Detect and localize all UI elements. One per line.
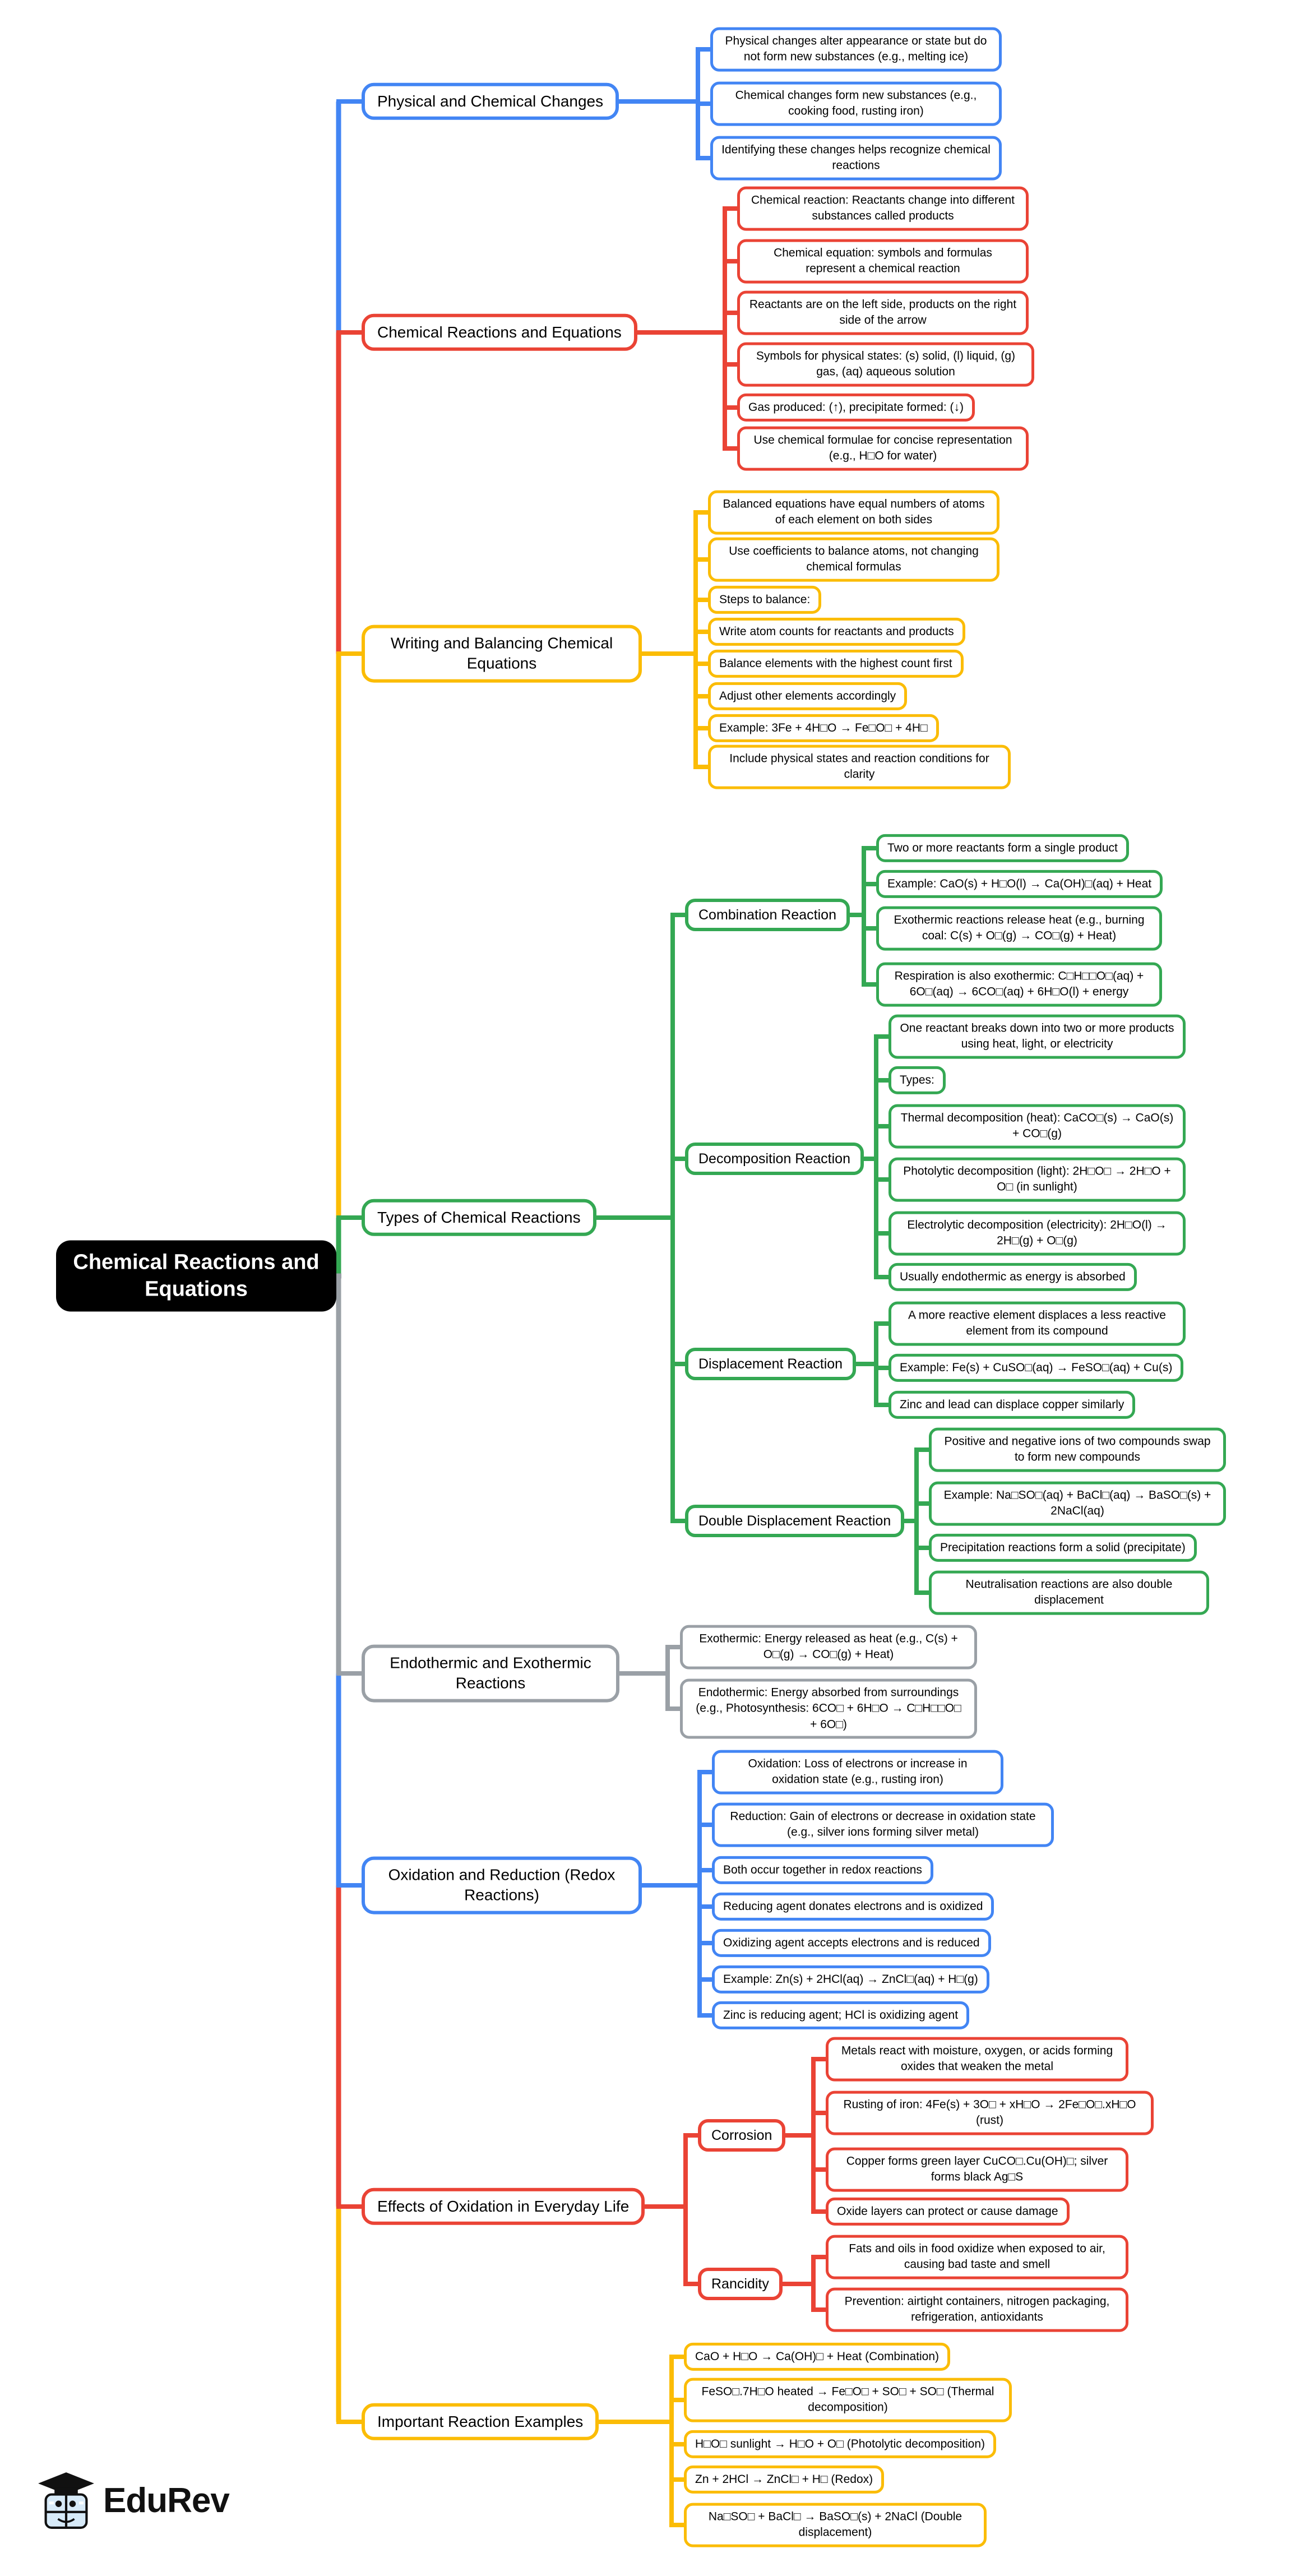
leaf-exothermic-energy-released-as-heat-e-g-c: Exothermic: Energy released as heat (e.g… xyxy=(680,1625,977,1669)
leaf-identifying-these-changes-helps-recogniz: Identifying these changes helps recogniz… xyxy=(710,136,1002,181)
leaf-chemical-reaction-reactants-change-into-: Chemical reaction: Reactants change into… xyxy=(737,186,1029,231)
branch-types-of-chemical-reactions: Types of Chemical Reactions xyxy=(362,1199,596,1237)
leaf-example-3fe-4h-o-fe-o-4h: Example: 3Fe + 4H□O → Fe□O□ + 4H□ xyxy=(708,714,939,743)
leaf-reduction-gain-of-electrons-or-decrease-: Reduction: Gain of electrons or decrease… xyxy=(712,1802,1054,1847)
edurev-logo: EduRev xyxy=(37,2471,230,2529)
leaf-oxidation-loss-of-electrons-or-increase-: Oxidation: Loss of electrons or increase… xyxy=(712,1750,1003,1795)
leaf-copper-forms-green-layer-cuco-cu-oh-silv: Copper forms green layer CuCO□.Cu(OH)□; … xyxy=(826,2147,1128,2192)
sub-combination-reaction: Combination Reaction xyxy=(685,899,850,931)
leaf-a-more-reactive-element-displaces-a-less: A more reactive element displaces a less… xyxy=(888,1301,1186,1346)
leaf-zinc-and-lead-can-displace-copper-simila: Zinc and lead can displace copper simila… xyxy=(888,1390,1136,1419)
sub-displacement-reaction: Displacement Reaction xyxy=(685,1348,857,1380)
leaf-example-na-so-aq-bacl-aq-baso-s-2nacl-aq: Example: Na□SO□(aq) + BaCl□(aq) → BaSO□(… xyxy=(929,1481,1226,1526)
leaf-fats-and-oils-in-food-oxidize-when-expos: Fats and oils in food oxidize when expos… xyxy=(826,2235,1128,2279)
leaf-usually-endothermic-as-energy-is-absorbe: Usually endothermic as energy is absorbe… xyxy=(888,1262,1137,1292)
leaf-chemical-equation-symbols-and-formulas-r: Chemical equation: symbols and formulas … xyxy=(737,239,1029,284)
leaf-prevention-airtight-containers-nitrogen-: Prevention: airtight containers, nitroge… xyxy=(826,2287,1128,2332)
leaf-chemical-changes-form-new-substances-e-g: Chemical changes form new substances (e.… xyxy=(710,81,1002,126)
leaf-na-so-bacl-baso-s-2nacl-double-displacem: Na□SO□ + BaCl□ → BaSO□(s) + 2NaCl (Doubl… xyxy=(684,2503,987,2547)
leaf-photolytic-decomposition-light-2h-o-2h-o: Photolytic decomposition (light): 2H□O□ … xyxy=(888,1157,1186,1202)
leaf-reducing-agent-donates-electrons-and-is-: Reducing agent donates electrons and is … xyxy=(712,1892,994,1921)
leaf-balanced-equations-have-equal-numbers-of: Balanced equations have equal numbers of… xyxy=(708,490,999,535)
branch-endothermic-and-exothermic-reactions: Endothermic and Exothermic Reactions xyxy=(362,1644,619,1703)
leaf-h-o-sunlight-h-o-o-photolytic-decomposit: H□O□ sunlight → H□O + O□ (Photolytic dec… xyxy=(684,2430,997,2459)
leaf-electrolytic-decomposition-electricity-2: Electrolytic decomposition (electricity)… xyxy=(888,1211,1186,1256)
branch-important-reaction-examples: Important Reaction Examples xyxy=(362,2403,599,2441)
leaf-balance-elements-with-the-highest-count-: Balance elements with the highest count … xyxy=(708,649,964,678)
leaf-precipitation-reactions-form-a-solid-pre: Precipitation reactions form a solid (pr… xyxy=(929,1533,1197,1562)
leaf-oxide-layers-can-protect-or-cause-damage: Oxide layers can protect or cause damage xyxy=(826,2197,1070,2226)
leaf-use-chemical-formulae-for-concise-repres: Use chemical formulae for concise repres… xyxy=(737,426,1029,471)
leaf-steps-to-balance: Steps to balance: xyxy=(708,585,822,614)
branch-physical-and-chemical-changes: Physical and Chemical Changes xyxy=(362,82,619,121)
leaf-gas-produced-precipitate-formed: Gas produced: (↑), precipitate formed: (… xyxy=(737,393,975,422)
leaf-oxidizing-agent-accepts-electrons-and-is: Oxidizing agent accepts electrons and is… xyxy=(712,1928,991,1958)
branch-oxidation-and-reduction-redox-reactions: Oxidation and Reduction (Redox Reactions… xyxy=(362,1856,642,1914)
leaf-both-occur-together-in-redox-reactions: Both occur together in redox reactions xyxy=(712,1856,933,1885)
edurev-logo-text: EduRev xyxy=(103,2481,230,2520)
leaf-physical-changes-alter-appearance-or-sta: Physical changes alter appearance or sta… xyxy=(710,27,1002,72)
sub-double-displacement-reaction: Double Displacement Reaction xyxy=(685,1505,905,1537)
leaf-metals-react-with-moisture-oxygen-or-aci: Metals react with moisture, oxygen, or a… xyxy=(826,2037,1128,2082)
sub-corrosion: Corrosion xyxy=(698,2119,786,2152)
sub-rancidity: Rancidity xyxy=(698,2268,783,2300)
leaf-adjust-other-elements-accordingly: Adjust other elements accordingly xyxy=(708,682,908,711)
branch-writing-and-balancing-chemical-equations: Writing and Balancing Chemical Equations xyxy=(362,625,642,683)
leaf-positive-and-negative-ions-of-two-compou: Positive and negative ions of two compou… xyxy=(929,1427,1226,1472)
leaf-neutralisation-reactions-are-also-double: Neutralisation reactions are also double… xyxy=(929,1570,1209,1615)
leaf-write-atom-counts-for-reactants-and-prod: Write atom counts for reactants and prod… xyxy=(708,617,965,646)
branch-effects-of-oxidation-in-everyday-life: Effects of Oxidation in Everyday Life xyxy=(362,2187,645,2226)
leaf-example-cao-s-h-o-l-ca-oh-aq-heat: Example: CaO(s) + H□O(l) → Ca(OH)□(aq) +… xyxy=(876,870,1163,899)
branch-chemical-reactions-and-equations: Chemical Reactions and Equations xyxy=(362,313,637,352)
leaf-reactants-are-on-the-left-side-products-: Reactants are on the left side, products… xyxy=(737,290,1029,335)
leaf-two-or-more-reactants-form-a-single-prod: Two or more reactants form a single prod… xyxy=(876,834,1129,863)
edurev-mascot-icon xyxy=(38,2472,94,2529)
leaf-symbols-for-physical-states-s-solid-l-li: Symbols for physical states: (s) solid, … xyxy=(737,342,1034,387)
leaf-example-fe-s-cuso-aq-feso-aq-cu-s: Example: Fe(s) + CuSO□(aq) → FeSO□(aq) +… xyxy=(888,1353,1184,1382)
leaf-zn-2hcl-zncl-h-redox: Zn + 2HCl → ZnCl□ + H□ (Redox) xyxy=(684,2465,885,2494)
leaf-types: Types: xyxy=(888,1066,946,1095)
leaf-rusting-of-iron-4fe-s-3o-xh-o-2fe-o-xh-o: Rusting of iron: 4Fe(s) + 3O□ + xH□O → 2… xyxy=(826,2091,1154,2135)
leaf-include-physical-states-and-reaction-con: Include physical states and reaction con… xyxy=(708,744,1011,789)
leaf-exothermic-reactions-release-heat-e-g-bu: Exothermic reactions release heat (e.g.,… xyxy=(876,906,1162,951)
leaf-one-reactant-breaks-down-into-two-or-mor: One reactant breaks down into two or mor… xyxy=(888,1014,1186,1059)
leaf-respiration-is-also-exothermic-c-h-o-aq-: Respiration is also exothermic: C□H□□O□(… xyxy=(876,962,1162,1007)
sub-decomposition-reaction: Decomposition Reaction xyxy=(685,1143,864,1175)
leaf-use-coefficients-to-balance-atoms-not-ch: Use coefficients to balance atoms, not c… xyxy=(708,537,999,582)
leaf-cao-h-o-ca-oh-heat-combination: CaO + H□O → Ca(OH)□ + Heat (Combination) xyxy=(684,2342,950,2371)
leaf-zinc-is-reducing-agent-hcl-is-oxidizing-: Zinc is reducing agent; HCl is oxidizing… xyxy=(712,2001,970,2030)
leaf-endothermic-energy-absorbed-from-surroun: Endothermic: Energy absorbed from surrou… xyxy=(680,1678,977,1739)
leaf-example-zn-s-2hcl-aq-zncl-aq-h-g: Example: Zn(s) + 2HCl(aq) → ZnCl□(aq) + … xyxy=(712,1965,989,1994)
leaf-feso-7h-o-heated-fe-o-so-so-thermal-deco: FeSO□.7H□O heated → Fe□O□ + SO□ + SO□ (T… xyxy=(684,2378,1012,2422)
central-topic: Chemical Reactions and Equations xyxy=(56,1240,336,1312)
leaf-thermal-decomposition-heat-caco-s-cao-s-: Thermal decomposition (heat): CaCO□(s) →… xyxy=(888,1104,1186,1149)
